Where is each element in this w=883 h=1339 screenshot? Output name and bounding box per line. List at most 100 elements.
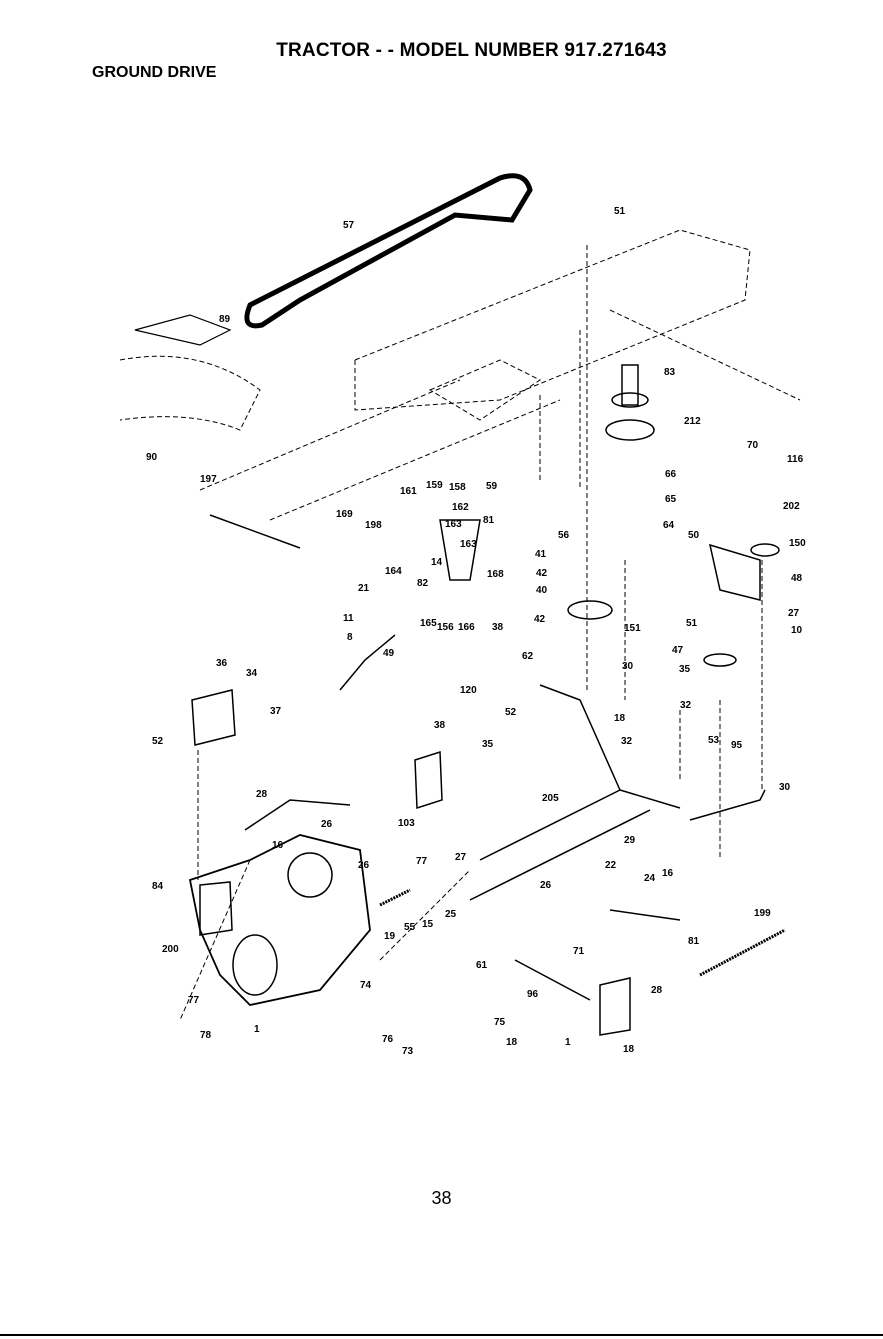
part-label: 161 <box>400 486 417 497</box>
part-label: 59 <box>486 481 498 492</box>
part-label: 51 <box>614 206 626 217</box>
part-label: 212 <box>684 416 701 427</box>
part-label: 24 <box>644 873 656 884</box>
part-label: 26 <box>540 880 552 891</box>
part-label: 77 <box>416 856 428 867</box>
part-label: 96 <box>527 989 539 1000</box>
part-label: 75 <box>494 1017 506 1028</box>
part-label: 199 <box>754 908 771 919</box>
part-label: 168 <box>487 569 504 580</box>
part-label: 51 <box>686 618 698 629</box>
part-label: 90 <box>146 452 158 463</box>
part-label: 27 <box>788 608 800 619</box>
part-label: 30 <box>622 661 634 672</box>
part-label: 35 <box>679 664 691 675</box>
part-label: 48 <box>791 573 803 584</box>
part-label: 16 <box>272 840 284 851</box>
part-label: 70 <box>747 440 759 451</box>
page-number: 38 <box>431 1188 452 1208</box>
part-label: 169 <box>336 509 353 520</box>
part-label: 30 <box>779 782 791 793</box>
part-label: 162 <box>452 502 469 513</box>
part-label: 34 <box>246 668 258 679</box>
part-label: 71 <box>573 946 585 957</box>
part-label: 32 <box>621 736 633 747</box>
part-label: 38 <box>434 720 446 731</box>
part-label: 18 <box>623 1044 635 1055</box>
part-label: 21 <box>358 583 370 594</box>
part-label: 15 <box>422 919 434 930</box>
part-label: 77 <box>188 995 200 1006</box>
part-label: 158 <box>449 482 466 493</box>
part-label: 164 <box>385 566 402 577</box>
part-label: 47 <box>672 645 684 656</box>
part-label: 52 <box>152 736 164 747</box>
part-label: 50 <box>688 530 700 541</box>
part-label: 78 <box>200 1030 212 1041</box>
part-label: 16 <box>662 868 674 879</box>
part-label: 55 <box>404 922 416 933</box>
part-label: 62 <box>522 651 534 662</box>
part-label: 35 <box>482 739 494 750</box>
belt <box>244 173 533 329</box>
part-label: 205 <box>542 793 559 804</box>
part-label: 150 <box>789 538 806 549</box>
part-label: 42 <box>534 614 546 625</box>
part-label: 26 <box>358 860 370 871</box>
part-label: 89 <box>219 314 231 325</box>
part-label: 11 <box>343 613 354 624</box>
part-label: 56 <box>558 530 570 541</box>
part-label: 25 <box>445 909 457 920</box>
part-label: 42 <box>536 568 548 579</box>
part-label: 28 <box>651 985 663 996</box>
part-label: 65 <box>665 494 677 505</box>
part-label: 163 <box>445 519 462 530</box>
part-label: 52 <box>505 707 517 718</box>
part-label: 156 <box>437 622 454 633</box>
part-label: 166 <box>458 622 475 633</box>
part-label: 95 <box>731 740 743 751</box>
part-label: 22 <box>605 860 617 871</box>
part-label: 57 <box>343 220 355 231</box>
part-label: 66 <box>665 469 677 480</box>
part-label: 116 <box>787 454 804 465</box>
part-label: 32 <box>680 700 692 711</box>
part-label: 26 <box>321 819 333 830</box>
part-label: 14 <box>431 557 443 568</box>
part-label: 151 <box>624 623 641 634</box>
bottom-rule <box>0 1334 883 1336</box>
part-label: 200 <box>162 944 179 955</box>
part-label: 28 <box>256 789 268 800</box>
part-label: 8 <box>347 632 353 643</box>
part-label: 81 <box>688 936 700 947</box>
part-label: 202 <box>783 501 800 512</box>
part-label: 36 <box>216 658 228 669</box>
part-label: 1 <box>254 1024 260 1035</box>
part-label: 18 <box>506 1037 518 1048</box>
part-label: 81 <box>483 515 495 526</box>
part-label: 40 <box>536 585 548 596</box>
part-label: 18 <box>614 713 626 724</box>
page-title: TRACTOR - - MODEL NUMBER 917.271643 <box>276 40 667 61</box>
part-label: 76 <box>382 1034 394 1045</box>
part-label: 38 <box>492 622 504 633</box>
part-label: 82 <box>417 578 429 589</box>
part-label: 73 <box>402 1046 414 1057</box>
part-label: 165 <box>420 618 437 629</box>
part-label: 49 <box>383 648 395 659</box>
part-label: 19 <box>384 931 396 942</box>
part-label: 159 <box>426 480 443 491</box>
part-label: 37 <box>270 706 282 717</box>
part-label: 1 <box>565 1037 571 1048</box>
part-label: 10 <box>791 625 803 636</box>
part-label: 27 <box>455 852 467 863</box>
section-title: GROUND DRIVE <box>92 64 217 81</box>
part-label: 120 <box>460 685 477 696</box>
part-label: 61 <box>476 960 488 971</box>
part-label: 74 <box>360 980 372 991</box>
part-label: 84 <box>152 881 164 892</box>
part-label: 29 <box>624 835 636 846</box>
part-label: 197 <box>200 474 217 485</box>
part-label: 103 <box>398 818 415 829</box>
